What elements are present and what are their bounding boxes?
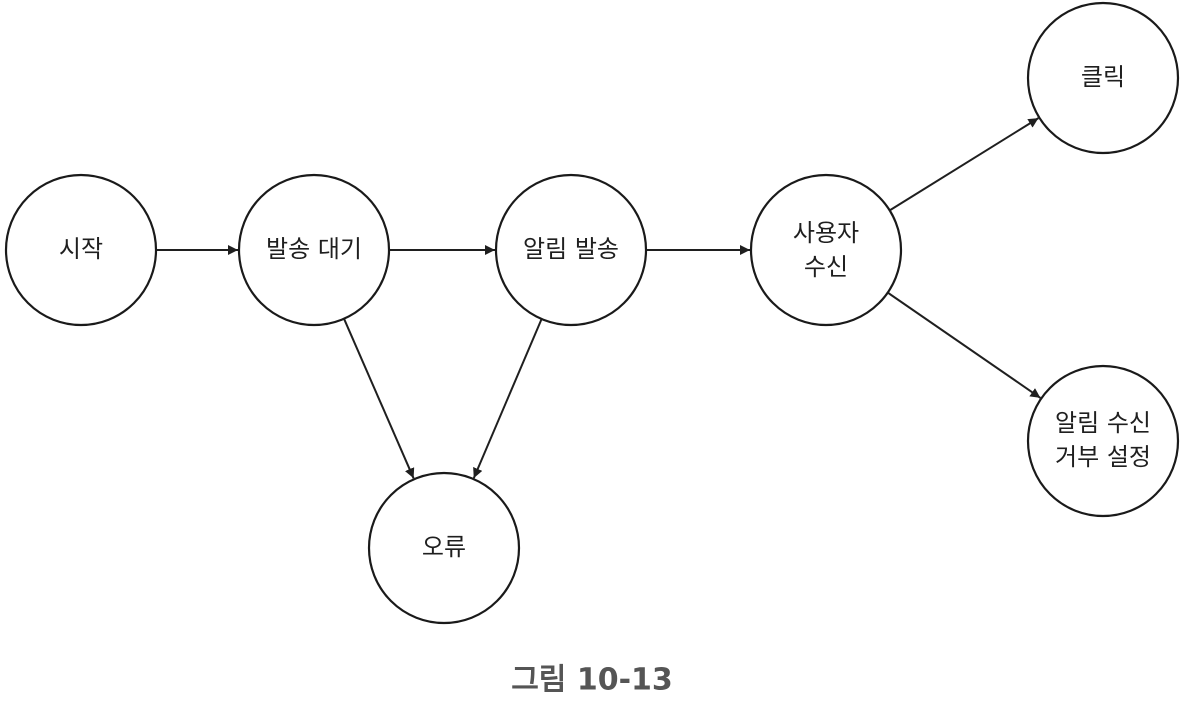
node-wait-label: 발송 대기 [266,235,362,263]
node-error-label: 오류 [422,533,466,561]
node-send: 알림 발송 [494,173,648,327]
node-received-label-line1: 사용자 [793,219,859,247]
edge-received-to-click [889,117,1039,212]
edge-send-to-error [472,318,543,479]
figure-caption: 그림 10-13 [511,663,673,698]
node-wait: 발송 대기 [237,173,391,327]
node-error: 오류 [367,471,521,625]
node-send-circle [494,173,648,327]
node-click-label: 클릭 [1081,63,1125,91]
edge-wait-to-error [343,318,415,479]
node-start-label: 시작 [59,235,103,263]
node-send-label: 알림 발송 [523,235,619,263]
node-optout-label-line2: 거부 설정 [1055,443,1151,471]
node-error-circle [367,471,521,625]
edge-received-to-optout [887,291,1041,399]
edges [156,117,1041,479]
node-wait-circle [237,173,391,327]
node-optout-label-line1: 알림 수신 [1055,409,1151,437]
node-received: 사용자 수신 [749,173,903,327]
node-click: 클릭 [1026,1,1180,155]
node-optout: 알림 수신 거부 설정 [1026,364,1180,518]
node-received-label-line2: 수신 [804,253,848,281]
node-start-circle [4,173,158,327]
node-received-circle [749,173,903,327]
node-click-circle [1026,1,1180,155]
node-optout-circle [1026,364,1180,518]
node-start: 시작 [4,173,158,327]
